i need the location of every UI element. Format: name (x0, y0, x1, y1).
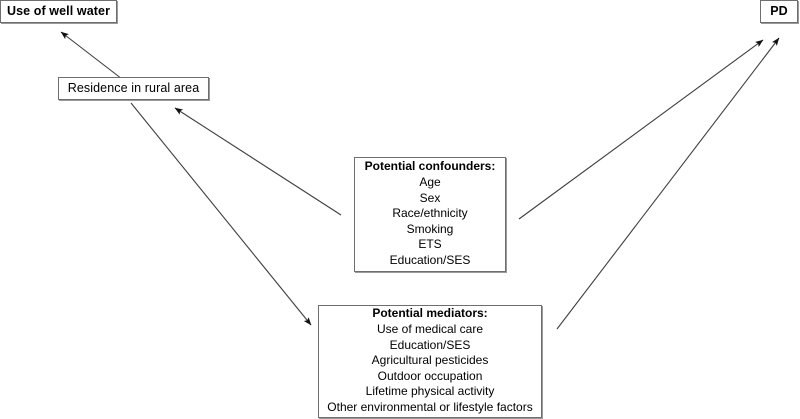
edge-confounders-to-pd (518, 39, 764, 220)
mediators-item: Outdoor occupation (377, 368, 483, 383)
confounders-item: Sex (419, 190, 441, 205)
node-label: Residence in rural area (67, 81, 200, 96)
mediators-item: Other environmental or lifestyle factors (327, 399, 533, 414)
confounders-heading: Potential confounders: (364, 159, 496, 174)
mediators-heading: Potential mediators: (372, 306, 488, 321)
node-label: PD (770, 4, 788, 19)
mediators-item: Lifetime physical activity (365, 384, 495, 399)
node-potential-confounders: Potential confounders: Age Sex Race/ethn… (354, 157, 506, 272)
edge-residence-to-mediators (130, 102, 312, 326)
node-pd: PD (760, 0, 798, 23)
mediators-item: Use of medical care (376, 322, 484, 337)
node-label: Use of well water (6, 4, 111, 19)
edge-residence-to-well-water (60, 31, 123, 80)
confounders-item: Race/ethnicity (392, 206, 468, 221)
edge-confounders-to-residence (174, 107, 342, 216)
confounders-item: ETS (418, 237, 442, 252)
mediators-item: Agricultural pesticides (371, 353, 489, 368)
node-potential-mediators: Potential mediators: Use of medical care… (318, 305, 542, 418)
mediators-item: Education/SES (389, 337, 471, 352)
confounders-item: Smoking (406, 221, 454, 236)
confounders-item: Age (419, 175, 441, 190)
edge-mediators-to-pd (556, 37, 780, 330)
node-use-of-well-water: Use of well water (0, 0, 117, 23)
confounders-item: Education/SES (389, 252, 471, 267)
node-residence-in-rural-area: Residence in rural area (58, 77, 209, 100)
